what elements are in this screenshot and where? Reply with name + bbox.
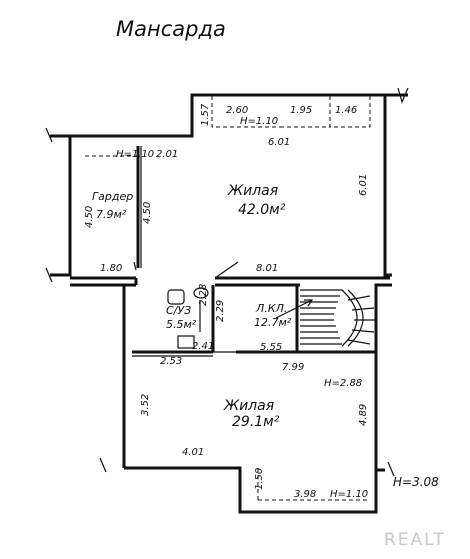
room-labels: Жилая 42.0м² Гардер 7.9м² С/УЗ 5.5м² Л.К… bbox=[92, 183, 292, 430]
dim-3-98: 3.98 bbox=[294, 489, 316, 500]
room-area-wardrobe: 7.9м² bbox=[96, 208, 127, 221]
shower-tray-icon bbox=[177, 335, 195, 349]
bathroom-fixtures bbox=[167, 287, 209, 349]
height-total: H=3.08 bbox=[393, 475, 439, 489]
watermark: REALT bbox=[384, 530, 446, 550]
height-bottom-alcove: H=1.10 bbox=[330, 489, 368, 500]
outer-walls bbox=[45, 87, 409, 514]
height-top-alcove: H=1.10 bbox=[240, 116, 278, 127]
room-area-living-2: 29.1м² bbox=[232, 414, 280, 430]
dim-2-53: 2.53 bbox=[160, 356, 182, 367]
dim-6-01-right: 6.01 bbox=[358, 174, 369, 196]
dim-4-50-left: 4.50 bbox=[84, 206, 95, 228]
height-living-2: H=2.88 bbox=[324, 378, 362, 389]
plan-title: Мансарда bbox=[116, 17, 226, 41]
room-name-living-2: Жилая bbox=[223, 398, 274, 414]
dim-1-95: 1.95 bbox=[290, 105, 312, 116]
bottom-alcove-dashes bbox=[257, 468, 368, 501]
dim-1-57: 1.57 bbox=[200, 103, 211, 126]
interior-walls bbox=[70, 146, 390, 357]
dim-4-50-right: 4.50 bbox=[142, 202, 153, 224]
stair-direction-arrow bbox=[275, 299, 313, 319]
door-swings bbox=[133, 261, 256, 353]
dim-1-50: 1.50 bbox=[254, 468, 265, 490]
height-wardrobe-top: H=1.10 bbox=[116, 149, 154, 160]
dimension-labels: 1.57 2.60 1.95 1.46 6.01 6.01 8.01 2.01 … bbox=[84, 103, 369, 500]
dim-4-89: 4.89 bbox=[358, 404, 369, 426]
top-alcove-dashes bbox=[211, 96, 371, 128]
room-name-stairwell: Л.КЛ. bbox=[255, 302, 287, 315]
room-area-living-1: 42.0м² bbox=[238, 202, 286, 218]
room-name-bathroom: С/УЗ bbox=[166, 304, 191, 317]
dim-3-52: 3.52 bbox=[140, 394, 151, 416]
sink-icon bbox=[193, 287, 209, 299]
dim-2-28: 2.28 bbox=[198, 284, 209, 306]
height-labels: H=1.10 H=1.10 H=2.88 H=1.10 H=3.08 bbox=[116, 116, 439, 500]
dim-5-55: 5.55 bbox=[260, 342, 282, 353]
room-name-wardrobe: Гардер bbox=[92, 190, 133, 203]
dim-2-29: 2.29 bbox=[215, 300, 226, 322]
dim-7-99: 7.99 bbox=[282, 362, 304, 373]
dim-6-01-top: 6.01 bbox=[268, 137, 290, 148]
staircase bbox=[275, 289, 376, 347]
room-area-bathroom: 5.5м² bbox=[166, 318, 197, 331]
room-name-living-1: Жилая bbox=[227, 183, 278, 199]
dim-1-80: 1.80 bbox=[100, 263, 122, 274]
dim-2-01: 2.01 bbox=[156, 149, 178, 160]
toilet-icon bbox=[167, 289, 185, 305]
dim-2-60: 2.60 bbox=[226, 105, 248, 116]
room-area-stairwell: 12.7м² bbox=[254, 316, 292, 329]
dim-8-01: 8.01 bbox=[256, 263, 278, 274]
dim-2-41: 2.41 bbox=[192, 341, 214, 352]
dim-4-01: 4.01 bbox=[182, 447, 204, 458]
dim-1-46: 1.46 bbox=[335, 105, 357, 116]
